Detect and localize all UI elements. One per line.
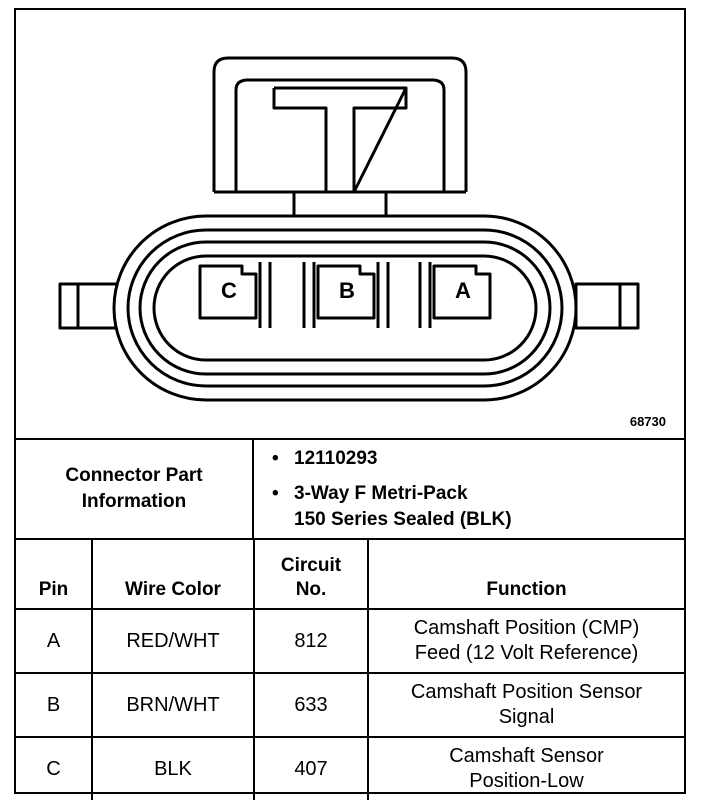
function-line1: Camshaft Position (CMP) <box>413 617 640 639</box>
connector-info-values: 12110293 3-Way F Metri-Pack 150 Series S… <box>254 440 684 538</box>
connector-diagram: C B A 68730 <box>16 10 684 438</box>
table-row: A RED/WHT 812 Camshaft Position (CMP) Fe… <box>16 608 684 674</box>
table-row: B BRN/WHT 633 Camshaft Position Sensor S… <box>16 672 684 738</box>
connector-part-info: Connector Part Information 12110293 3-Wa… <box>16 438 684 538</box>
pin-cell: B <box>16 672 93 738</box>
cavity-b <box>316 264 376 320</box>
body-ring-4 <box>152 254 538 362</box>
pin-cell: C <box>16 736 93 800</box>
function-line1: Camshaft Sensor <box>449 745 604 767</box>
latch-t-bar <box>272 86 408 194</box>
connector-info-label-line1: Connector Part <box>65 465 203 486</box>
connector-description-line1: 3-Way F Metri-Pack <box>272 481 684 507</box>
latch-inner <box>234 78 446 192</box>
cavity-label-b: B <box>339 278 355 303</box>
pin-cell: A <box>16 608 93 674</box>
function-line1: Camshaft Position Sensor <box>410 681 643 703</box>
function-line2: Signal <box>498 706 555 728</box>
connector-description-line2: 150 Series Sealed (BLK) <box>294 509 512 530</box>
connector-info-label-line2: Information <box>81 491 187 512</box>
header-circuit-line2: No. <box>295 579 327 600</box>
header-function: Function <box>367 538 684 610</box>
cavity-label-c: C <box>221 278 237 303</box>
cavity-a <box>432 264 492 320</box>
latch-outline <box>212 56 468 192</box>
body-ring-3 <box>138 240 552 376</box>
function-cell: Camshaft Sensor Position-Low <box>367 736 684 800</box>
circuit-cell: 407 <box>253 736 369 800</box>
circuit-cell: 633 <box>253 672 369 738</box>
header-pin: Pin <box>16 538 93 610</box>
wire-color-cell: BLK <box>91 736 255 800</box>
body-ring-2 <box>126 228 564 388</box>
figure-number: 68730 <box>629 414 666 429</box>
connector-sheet: C B A 68730 Connector Part Information 1… <box>14 8 686 800</box>
body-outer <box>112 214 578 402</box>
table-header-row: Pin Wire Color Circuit No. Function <box>16 538 684 610</box>
function-line2: Position-Low <box>469 770 584 792</box>
wire-color-cell: RED/WHT <box>91 608 255 674</box>
cavity-c <box>198 264 258 320</box>
cavity-label-a: A <box>455 278 471 303</box>
connector-drawing <box>58 56 640 402</box>
header-circuit-no: Circuit No. <box>253 538 369 610</box>
circuit-cell: 812 <box>253 608 369 674</box>
function-line2: Feed (12 Volt Reference) <box>414 642 639 664</box>
part-number: 12110293 <box>272 446 684 472</box>
function-cell: Camshaft Position Sensor Signal <box>367 672 684 738</box>
table-row: C BLK 407 Camshaft Sensor Position-Low <box>16 736 684 800</box>
left-side-tab <box>58 282 122 330</box>
connector-info-label: Connector Part Information <box>16 440 254 538</box>
function-cell: Camshaft Position (CMP) Feed (12 Volt Re… <box>367 608 684 674</box>
pinout-table: Pin Wire Color Circuit No. Function A RE… <box>16 538 684 800</box>
header-wire-color: Wire Color <box>91 538 255 610</box>
wire-color-cell: BRN/WHT <box>91 672 255 738</box>
header-circuit-line1: Circuit <box>280 555 342 576</box>
right-side-tab <box>574 282 640 330</box>
